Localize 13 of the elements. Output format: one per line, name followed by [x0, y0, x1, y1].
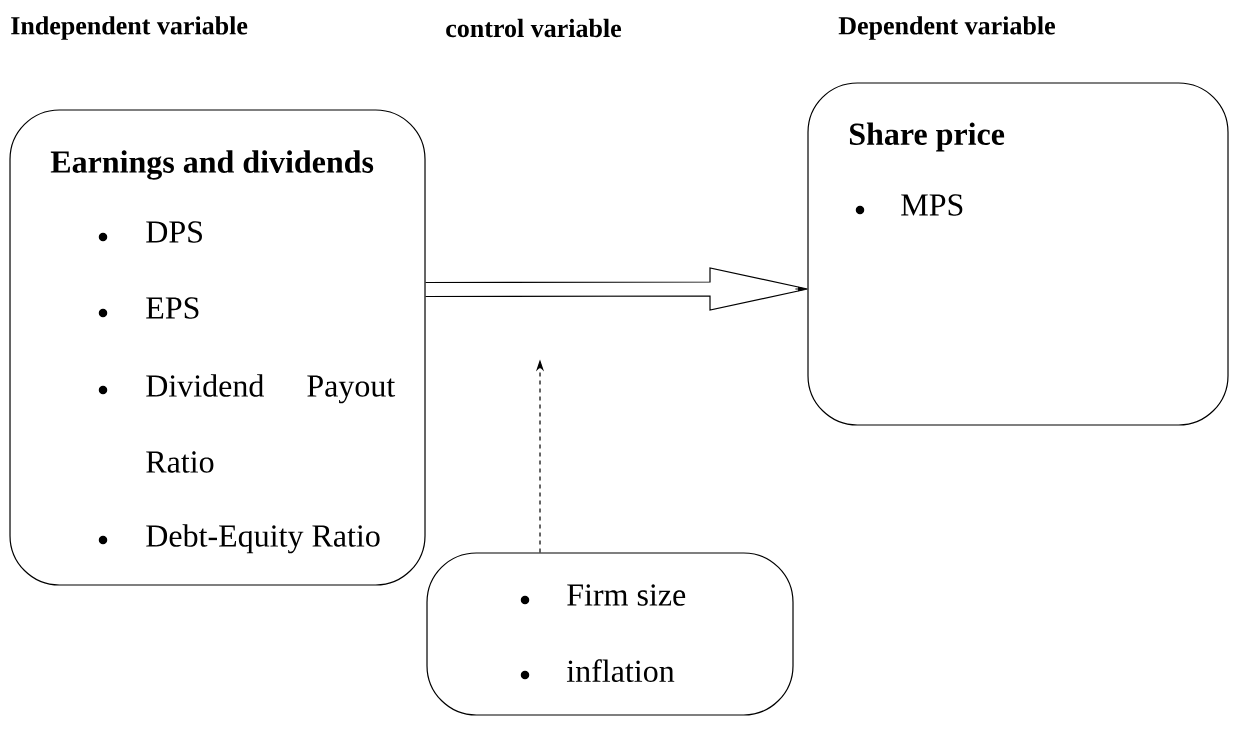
bullet-item: Firm size — [520, 584, 686, 606]
bullet-item: inflation — [520, 659, 675, 683]
bullet-item: EPS — [98, 297, 199, 319]
heading: Earnings and dividends — [50, 150, 374, 180]
hollow-arrow — [425, 267, 808, 311]
column-heading: Dependent variable — [838, 16, 1055, 40]
bullet-item: Dividend Payout Ratio — [98, 374, 396, 473]
bullet-item: MPS — [855, 194, 963, 216]
bullet-item: Debt-Equity Ratio — [98, 524, 380, 554]
column-heading: control variable — [446, 18, 622, 38]
heading: Share price — [849, 122, 1005, 152]
bullet-item: DPS — [98, 221, 202, 243]
column-heading: Independent variable — [11, 16, 248, 40]
